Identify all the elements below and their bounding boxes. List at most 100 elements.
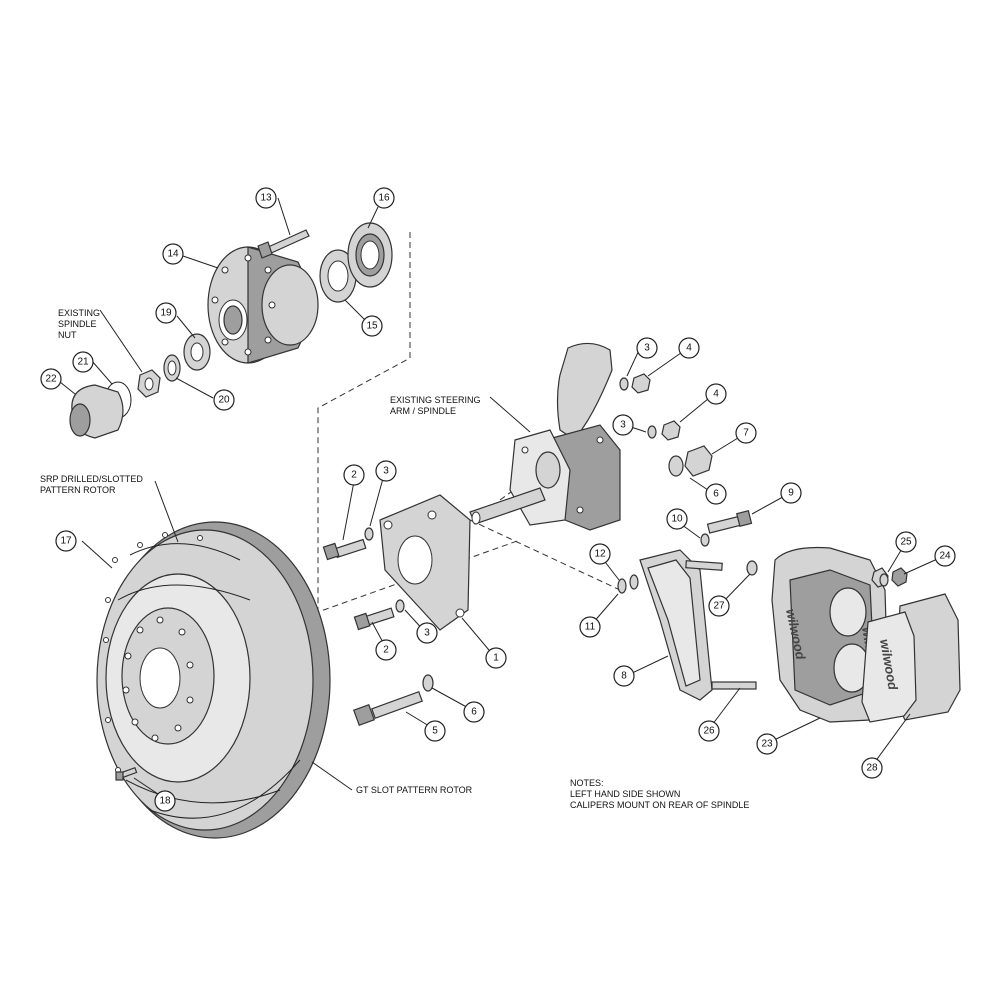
callout-balloons: 13 16 14 19 15 21 22 20 3 4 3 4 7 2 3 6 … [40, 187, 956, 812]
callout-6a: 6 [705, 483, 727, 505]
callout-circle [636, 337, 658, 359]
callout-circle [666, 508, 688, 530]
outer-bearing-race [319, 249, 357, 303]
rotor-screw [115, 766, 138, 781]
callout-number: 24 [939, 551, 951, 562]
callout-circle [154, 790, 176, 812]
brake-rotor [96, 521, 331, 839]
callout-14: 14 [162, 243, 184, 265]
callout-circle [485, 647, 507, 669]
callout-number: 20 [218, 395, 230, 406]
callout-circle [613, 665, 635, 687]
callout-25: 25 [895, 531, 917, 553]
stud-washer [746, 560, 758, 576]
label-gt-rotor: GT SLOT PATTERN ROTOR [356, 785, 473, 795]
callout-number: 1 [493, 653, 499, 664]
long-bolt-washer [422, 674, 434, 692]
leader-lines [59, 197, 945, 799]
callout-27: 27 [708, 595, 730, 617]
callout-26: 26 [698, 720, 720, 742]
brake-pad-inner: wilwood [861, 611, 917, 723]
callout-4a: 4 [678, 337, 700, 359]
label-existing-spindle-nut-2: SPINDLE [58, 319, 97, 329]
inner-bearing [183, 333, 211, 371]
bracket-stud-lower [711, 681, 757, 690]
callout-number: 16 [378, 193, 390, 204]
label-existing-steering-arm-2: ARM / SPINDLE [390, 406, 456, 416]
callout-number: 3 [644, 343, 650, 354]
callout-number: 28 [866, 763, 878, 774]
caliper-mounting-bracket [379, 494, 471, 631]
callout-number: 13 [260, 193, 272, 204]
callout-21: 21 [72, 351, 94, 373]
callout-number: 9 [788, 488, 794, 499]
callout-circle [155, 302, 177, 324]
callout-3b: 3 [612, 414, 634, 436]
callout-number: 18 [159, 796, 171, 807]
callout-13: 13 [255, 187, 277, 209]
label-existing-steering-arm-1: EXISTING STEERING [390, 395, 481, 405]
callout-circle [756, 733, 778, 755]
callout-number: 19 [160, 308, 172, 319]
callout-3a: 3 [636, 337, 658, 359]
callout-number: 22 [45, 374, 57, 385]
callout-circle [705, 483, 727, 505]
callout-22: 22 [40, 368, 62, 390]
callout-24: 24 [934, 545, 956, 567]
caliper-bolt [700, 509, 753, 547]
callout-number: 23 [761, 739, 773, 750]
hub [207, 246, 319, 364]
callout-circle [579, 616, 601, 638]
callout-20: 20 [213, 389, 235, 411]
notes-heading: NOTES: [570, 778, 604, 788]
callout-number: 5 [432, 726, 438, 737]
callout-4b: 4 [705, 383, 727, 405]
callout-17: 17 [55, 530, 77, 552]
label-srp-rotor-1: SRP DRILLED/SLOTTED [40, 474, 143, 484]
callout-number: 6 [471, 707, 477, 718]
callout-circle [213, 389, 235, 411]
callout-number: 11 [585, 622, 596, 633]
bracket-stud-upper [685, 560, 723, 571]
part-labels: EXISTING SPINDLE NUT EXISTING STEERING A… [40, 308, 749, 810]
callout-circle [375, 460, 397, 482]
callout-number: 8 [621, 671, 627, 682]
callout-28: 28 [861, 757, 883, 779]
callout-circle [416, 622, 438, 644]
callout-number: 3 [424, 628, 430, 639]
callout-circle [162, 243, 184, 265]
callout-5: 5 [424, 720, 446, 742]
callout-circle [698, 720, 720, 742]
callout-circle [424, 720, 446, 742]
callout-number: 4 [713, 389, 719, 400]
callout-19: 19 [155, 302, 177, 324]
notes-line-2: CALIPERS MOUNT ON REAR OF SPINDLE [570, 800, 749, 810]
callout-6b: 6 [463, 701, 485, 723]
callout-number: 7 [743, 428, 749, 439]
callout-circle [780, 482, 802, 504]
callout-circle [934, 545, 956, 567]
bleed-fitting [879, 573, 889, 587]
callout-1: 1 [485, 647, 507, 669]
spindle-washer [163, 354, 181, 382]
callout-3c: 3 [375, 460, 397, 482]
callout-circle [343, 464, 365, 486]
callout-circle [895, 531, 917, 553]
spindle-nut [137, 369, 161, 398]
callout-circle [463, 701, 485, 723]
callout-number: 2 [383, 645, 389, 656]
callout-2b: 2 [375, 639, 397, 661]
callout-11: 11 [579, 616, 601, 638]
callout-number: 3 [620, 420, 626, 431]
caliper-body: wilwood wilwood [771, 546, 889, 723]
callout-circle [55, 530, 77, 552]
callout-12: 12 [589, 543, 611, 565]
callout-number: 12 [594, 549, 606, 560]
callout-circle [705, 383, 727, 405]
bracket-bolt-upper [322, 538, 367, 561]
grease-seal [347, 222, 393, 288]
callout-10: 10 [666, 508, 688, 530]
callout-circle [72, 351, 94, 373]
wheel-stud [257, 229, 310, 259]
